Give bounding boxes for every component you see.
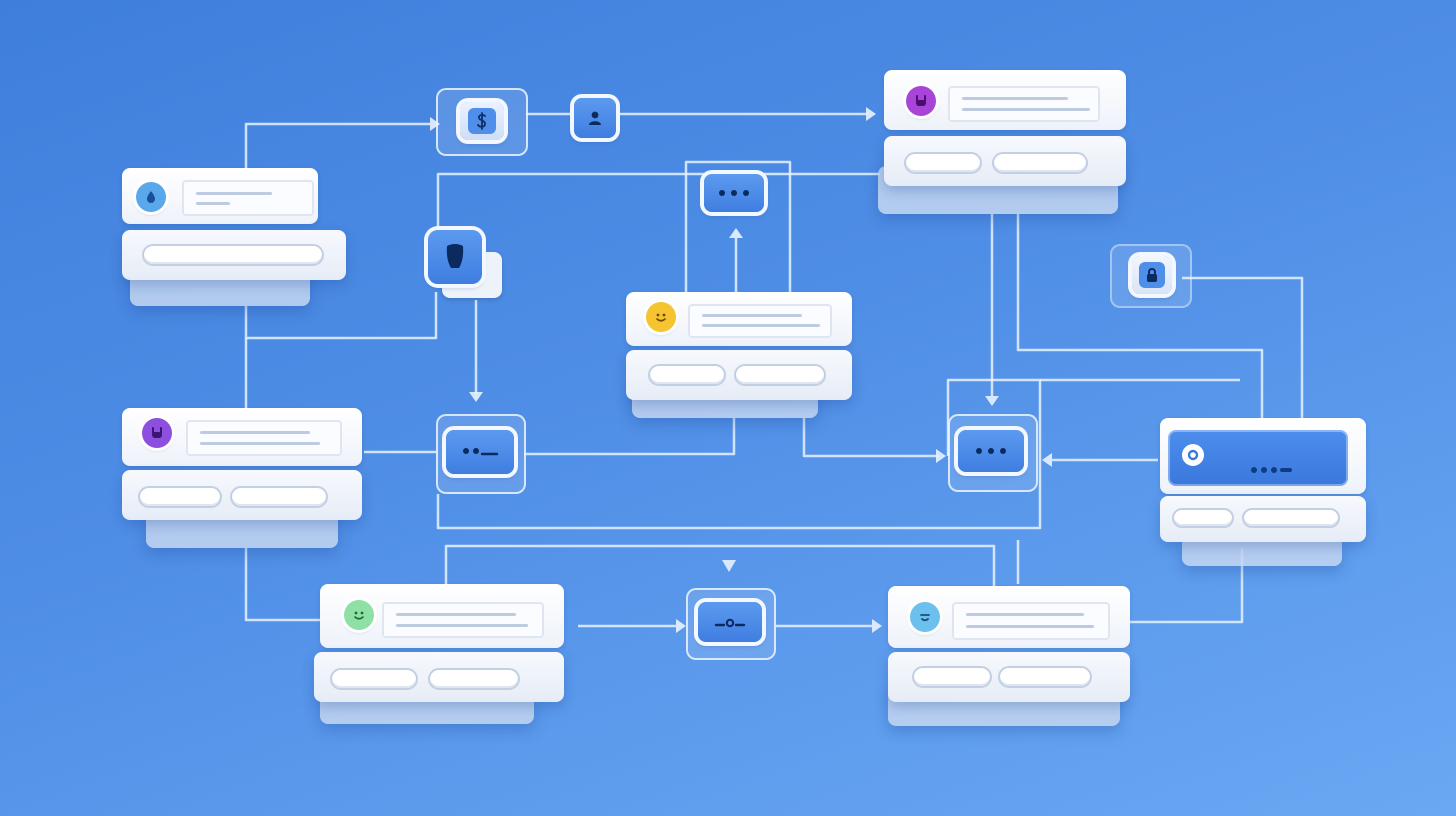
node-user-top[interactable] xyxy=(568,92,624,144)
wire-chat-left-to-center xyxy=(524,418,736,456)
card-bottom-right[interactable] xyxy=(888,586,1130,726)
node-chat-bottom[interactable] xyxy=(686,588,776,660)
arrowhead xyxy=(430,117,440,131)
chat-dots-icon xyxy=(446,430,514,474)
secondary-button[interactable] xyxy=(1172,508,1234,528)
node-chat-right[interactable] xyxy=(948,414,1038,492)
secondary-button[interactable] xyxy=(330,668,418,690)
bunny-icon xyxy=(142,418,172,448)
arrowhead xyxy=(872,619,882,633)
face-icon xyxy=(910,602,940,632)
arrowhead xyxy=(729,228,743,238)
wire-big-loop xyxy=(436,378,1042,530)
wire-loop-bottom xyxy=(444,544,996,588)
card-right-banner[interactable] xyxy=(1160,418,1366,566)
wire-lock-to-banner xyxy=(1182,276,1304,420)
node-chat-top[interactable] xyxy=(696,166,772,220)
wire-center-to-chat-right xyxy=(802,418,938,458)
wire-topleft-to-shield xyxy=(244,292,438,340)
primary-button[interactable] xyxy=(428,668,520,690)
smiley-icon xyxy=(344,600,374,630)
shield-icon xyxy=(428,230,482,284)
chat-dots-icon xyxy=(698,602,762,642)
primary-button[interactable] xyxy=(998,666,1092,688)
arrowhead xyxy=(936,449,946,463)
card-center[interactable] xyxy=(626,292,852,418)
wire-bottomright-to-banner xyxy=(1130,548,1244,624)
wire-loop-top xyxy=(436,172,880,228)
node-lock-right[interactable] xyxy=(1110,244,1192,308)
arrowhead xyxy=(469,392,483,402)
secondary-button[interactable] xyxy=(912,666,992,688)
ring-icon xyxy=(1182,444,1204,466)
primary-button[interactable] xyxy=(734,364,826,386)
node-chat-left[interactable] xyxy=(436,414,526,494)
lock-icon xyxy=(1132,256,1172,294)
action-button[interactable] xyxy=(142,244,324,266)
wire-midleft-down xyxy=(244,548,322,622)
chat-dots-icon xyxy=(958,430,1024,472)
wire-topleft-to-dollar xyxy=(244,122,430,170)
card-top-right[interactable] xyxy=(878,70,1126,216)
text-placeholder-lines xyxy=(688,304,832,338)
dots-icon xyxy=(1248,460,1294,479)
arrowhead xyxy=(722,560,736,572)
arrowhead xyxy=(985,396,999,406)
smiley-icon xyxy=(646,302,676,332)
dollar-icon xyxy=(460,102,504,140)
secondary-button[interactable] xyxy=(904,152,982,174)
secondary-button[interactable] xyxy=(138,486,222,508)
card-mid-left[interactable] xyxy=(122,408,362,548)
node-dollar[interactable] xyxy=(436,88,528,156)
primary-button[interactable] xyxy=(1242,508,1340,528)
text-placeholder-lines xyxy=(182,180,314,216)
arrowhead xyxy=(866,107,876,121)
text-placeholder-lines xyxy=(952,602,1110,640)
user-icon xyxy=(574,98,616,138)
text-placeholder-lines xyxy=(948,86,1100,122)
card-bottom-left[interactable] xyxy=(314,584,564,724)
primary-button[interactable] xyxy=(992,152,1088,174)
node-shield[interactable] xyxy=(420,224,504,300)
card-top-left[interactable] xyxy=(122,168,346,308)
secondary-button[interactable] xyxy=(648,364,726,386)
primary-button[interactable] xyxy=(230,486,328,508)
text-placeholder-lines xyxy=(186,420,342,456)
chat-dots-icon xyxy=(704,174,764,212)
bunny-icon xyxy=(906,86,936,116)
wire-topright-to-banner xyxy=(1016,214,1264,420)
arrowhead xyxy=(676,619,686,633)
arrowhead xyxy=(1042,453,1052,467)
text-placeholder-lines xyxy=(382,602,544,638)
wire-chat-top-box xyxy=(684,160,792,292)
drop-icon xyxy=(136,182,166,212)
